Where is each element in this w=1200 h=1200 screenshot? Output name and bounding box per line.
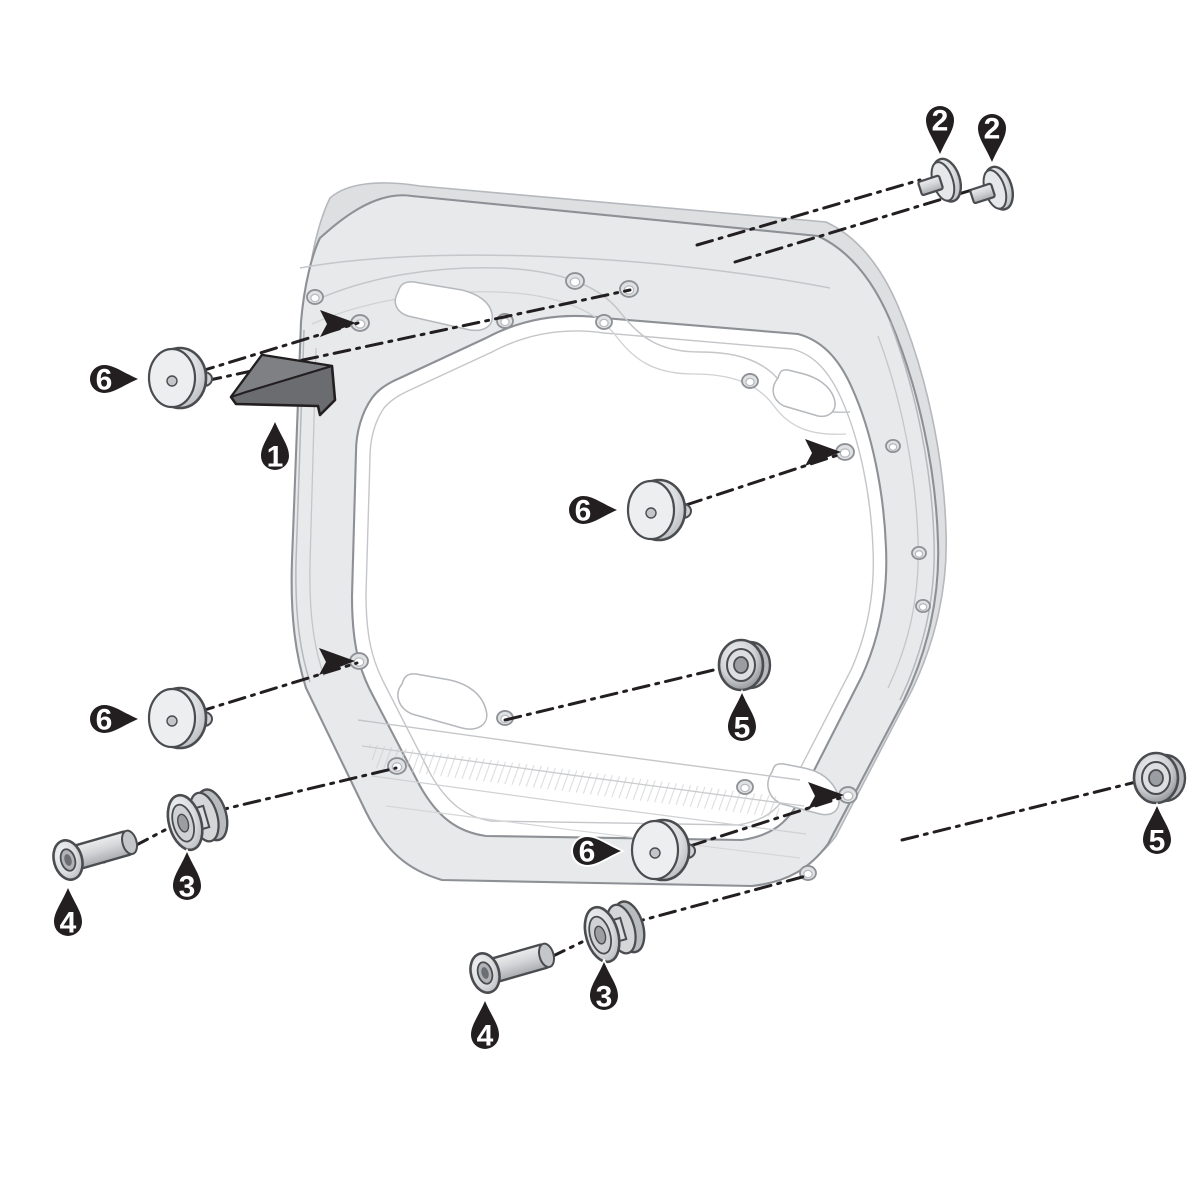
callout-badge-label: 4 bbox=[477, 1020, 494, 1053]
mount-hole bbox=[911, 545, 927, 561]
callout-badge-shape bbox=[590, 962, 618, 1010]
rubber-bumper-part[interactable] bbox=[630, 818, 696, 882]
rubber-bumper-part[interactable] bbox=[147, 346, 213, 410]
callout-badge-label: 5 bbox=[734, 712, 751, 745]
plate-slot-lower-left bbox=[397, 673, 488, 730]
mount-hole bbox=[736, 779, 754, 795]
carrier-plate bbox=[290, 182, 948, 888]
mount-hole bbox=[741, 373, 759, 389]
callout-badge-label: 2 bbox=[932, 105, 949, 138]
rivet-part[interactable] bbox=[913, 155, 966, 210]
callout-badge-3[interactable]: 3 bbox=[588, 958, 620, 1014]
leader-line bbox=[733, 188, 974, 264]
callout-badge-4[interactable]: 4 bbox=[469, 997, 501, 1053]
callout-badge-6[interactable]: 6 bbox=[571, 835, 625, 869]
insertion-arrow-icon bbox=[808, 782, 844, 809]
mount-hole bbox=[306, 289, 324, 305]
mount-hole bbox=[915, 598, 931, 614]
mount-hole bbox=[835, 443, 855, 461]
callout-badge-3[interactable]: 3 bbox=[171, 848, 203, 904]
callout-badge-shape bbox=[54, 888, 82, 936]
callout-badge-group: 2 2 6 1 6 6 5 3 5 6 4 3 4 bbox=[52, 104, 1173, 1053]
callout-badge-shape bbox=[1143, 806, 1171, 854]
rubber-bumper-part[interactable] bbox=[626, 478, 692, 542]
leader-line bbox=[900, 780, 1138, 842]
callout-badge-label: 6 bbox=[579, 836, 596, 869]
mount-hole bbox=[595, 314, 613, 330]
part-1-wedge-bracket[interactable] bbox=[229, 353, 337, 417]
callout-badge-label: 3 bbox=[596, 981, 613, 1014]
callout-badge-4[interactable]: 4 bbox=[52, 884, 84, 940]
hex-socket-screw-part[interactable] bbox=[466, 934, 559, 996]
lock-nut-part[interactable] bbox=[1132, 751, 1187, 805]
hardware-group bbox=[49, 155, 1187, 996]
plate-rib-line-2 bbox=[361, 745, 805, 807]
mount-hole bbox=[496, 313, 514, 329]
callout-badge-shape bbox=[926, 106, 954, 154]
callout-badge-label: 3 bbox=[179, 871, 196, 904]
callout-badge-label: 6 bbox=[96, 704, 113, 737]
insertion-arrow-icon bbox=[320, 310, 356, 337]
wedge-bracket-fold-line bbox=[245, 365, 333, 393]
callout-badge-shape bbox=[573, 837, 621, 865]
callout-badge-5[interactable]: 5 bbox=[1141, 802, 1173, 858]
plate-slot-upper-left bbox=[394, 281, 493, 332]
mount-hole bbox=[565, 272, 585, 290]
plate-left-rail-inner bbox=[309, 347, 325, 677]
callout-badge-shape bbox=[261, 422, 289, 470]
callout-badge-6[interactable]: 6 bbox=[88, 363, 142, 397]
leader-line-group bbox=[102, 178, 1138, 974]
rivet-part[interactable] bbox=[965, 163, 1018, 218]
callout-badge-label: 2 bbox=[984, 113, 1001, 146]
lock-nut-part[interactable] bbox=[717, 638, 772, 692]
callout-badge-6[interactable]: 6 bbox=[88, 703, 142, 737]
bushing-spacer-part[interactable] bbox=[579, 896, 650, 966]
callout-badge-1[interactable]: 1 bbox=[259, 418, 291, 474]
plate-slot-upper-right bbox=[772, 369, 836, 418]
callout-badge-label: 5 bbox=[1149, 825, 1166, 858]
callout-badge-shape bbox=[569, 496, 617, 524]
insertion-arrow-icon bbox=[805, 439, 841, 466]
callout-badge-shape bbox=[471, 1001, 499, 1049]
callout-badge-shape bbox=[728, 693, 756, 741]
callout-badge-label: 6 bbox=[96, 364, 113, 397]
bushing-spacer-part[interactable] bbox=[162, 784, 233, 854]
callout-badge-label: 1 bbox=[267, 441, 284, 474]
leader-line bbox=[210, 766, 398, 814]
callout-badge-2[interactable]: 2 bbox=[976, 112, 1008, 166]
leader-line bbox=[196, 661, 359, 714]
insertion-arrow-icon bbox=[319, 648, 355, 675]
plate-right-rail-outer bbox=[889, 321, 935, 701]
callout-badge-label: 6 bbox=[575, 495, 592, 528]
leader-line bbox=[684, 453, 840, 507]
callout-badge-6[interactable]: 6 bbox=[567, 494, 621, 528]
leader-line bbox=[626, 874, 808, 926]
hex-socket-screw-part[interactable] bbox=[49, 821, 142, 883]
callout-badge-label: 4 bbox=[60, 907, 77, 940]
callout-badge-shape bbox=[90, 705, 138, 733]
plate-rib-line-4 bbox=[385, 805, 801, 859]
callout-badge-5[interactable]: 5 bbox=[726, 689, 758, 745]
callout-badge-2[interactable]: 2 bbox=[924, 104, 956, 158]
callout-badge-shape bbox=[173, 852, 201, 900]
callout-badge-shape bbox=[90, 365, 138, 393]
callout-badge-shape bbox=[978, 114, 1006, 162]
leader-line bbox=[503, 666, 724, 722]
plate-top-seam bbox=[299, 254, 831, 289]
plate-rib-line-3 bbox=[371, 775, 807, 835]
mount-hole-group bbox=[306, 272, 931, 881]
plate-left-rail-outer bbox=[295, 329, 311, 683]
rubber-bumper-part[interactable] bbox=[147, 686, 213, 750]
mount-hole bbox=[885, 438, 901, 454]
plate-center-opening-rim bbox=[365, 330, 875, 826]
mount-hole bbox=[387, 757, 407, 775]
leader-line bbox=[695, 178, 922, 247]
plate-rib-band bbox=[368, 744, 782, 818]
mount-hole bbox=[349, 652, 369, 670]
plate-right-rail-inner bbox=[877, 335, 919, 689]
plate-rib-line-1 bbox=[357, 719, 801, 781]
